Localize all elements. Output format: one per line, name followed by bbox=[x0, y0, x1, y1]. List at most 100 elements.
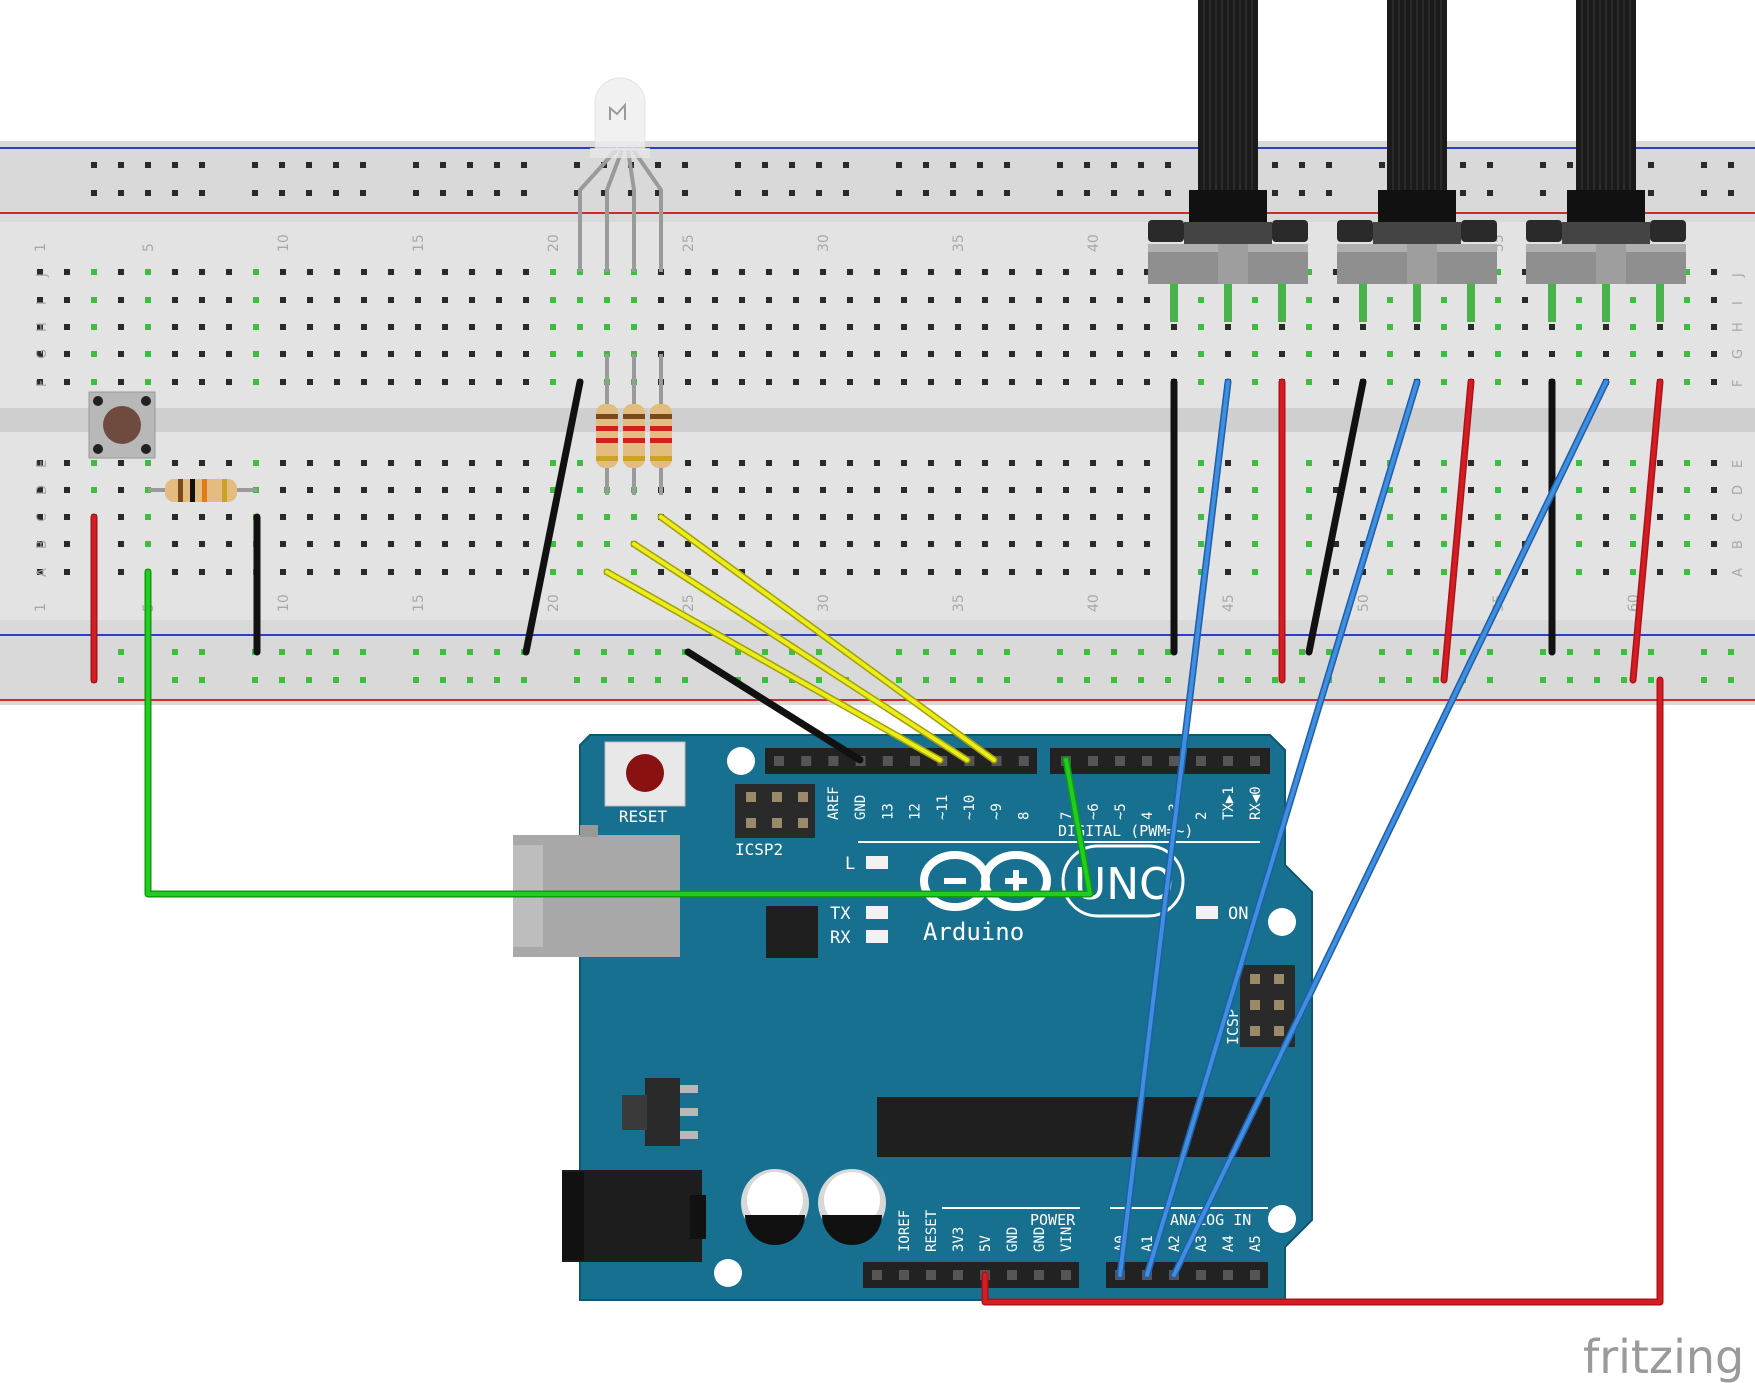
rail-hole bbox=[896, 649, 902, 655]
breadboard-hole bbox=[1360, 487, 1366, 493]
breadboard-hole bbox=[1306, 379, 1312, 385]
breadboard-hole bbox=[955, 324, 961, 330]
breadboard-hole bbox=[1090, 487, 1096, 493]
rail-hole bbox=[950, 162, 956, 168]
breadboard-hole bbox=[658, 541, 664, 547]
breadboard-hole bbox=[523, 569, 529, 575]
breadboard-hole bbox=[469, 514, 475, 520]
breadboard-hole bbox=[550, 324, 556, 330]
breadboard-hole bbox=[1549, 351, 1555, 357]
breadboard-hole bbox=[1360, 324, 1366, 330]
row-letter: I bbox=[1731, 301, 1746, 305]
breadboard-hole bbox=[1090, 297, 1096, 303]
breadboard-hole bbox=[469, 541, 475, 547]
rail-hole bbox=[1460, 162, 1466, 168]
breadboard-hole bbox=[172, 269, 178, 275]
breadboard-hole bbox=[172, 514, 178, 520]
resistor bbox=[596, 404, 618, 468]
breadboard-hole bbox=[523, 514, 529, 520]
row-letter: G bbox=[35, 349, 50, 359]
breadboard-hole bbox=[1063, 297, 1069, 303]
breadboard-hole bbox=[820, 514, 826, 520]
breadboard-hole bbox=[415, 569, 421, 575]
header-hole bbox=[1007, 1270, 1017, 1280]
breadboard-hole bbox=[1009, 351, 1015, 357]
breadboard-hole bbox=[361, 351, 367, 357]
breadboard-hole bbox=[307, 460, 313, 466]
breadboard-hole bbox=[1441, 514, 1447, 520]
digital-pin-label: 8 bbox=[1016, 812, 1032, 820]
rail-hole bbox=[1165, 649, 1171, 655]
rail-hole bbox=[682, 162, 688, 168]
rail-hole bbox=[521, 162, 527, 168]
breadboard-hole bbox=[577, 351, 583, 357]
breadboard-hole bbox=[1468, 351, 1474, 357]
rail-hole bbox=[628, 190, 634, 196]
breadboard-hole bbox=[1684, 379, 1690, 385]
breadboard-hole bbox=[604, 514, 610, 520]
rail-hole bbox=[735, 162, 741, 168]
column-number: 20 bbox=[546, 594, 562, 612]
rail-hole bbox=[1057, 677, 1063, 683]
rail-hole bbox=[977, 677, 983, 683]
breadboard-hole bbox=[442, 324, 448, 330]
rail-hole bbox=[1594, 649, 1600, 655]
breadboard-hole bbox=[1198, 487, 1204, 493]
breadboard-hole bbox=[1441, 541, 1447, 547]
digital-pin-label: ~5 bbox=[1113, 803, 1129, 820]
breadboard-hole bbox=[577, 569, 583, 575]
breadboard-hole bbox=[1090, 379, 1096, 385]
breadboard-hole bbox=[847, 269, 853, 275]
breadboard-hole bbox=[64, 487, 70, 493]
breadboard-hole bbox=[64, 379, 70, 385]
breadboard-hole bbox=[1306, 351, 1312, 357]
breadboard-hole bbox=[1306, 541, 1312, 547]
rail-hole bbox=[1138, 190, 1144, 196]
rail-hole bbox=[1299, 190, 1305, 196]
breadboard-hole bbox=[793, 269, 799, 275]
breadboard-hole bbox=[874, 351, 880, 357]
rail-hole bbox=[1701, 649, 1707, 655]
breadboard-hole bbox=[1252, 460, 1258, 466]
breadboard-hole bbox=[1657, 569, 1663, 575]
header-hole bbox=[1018, 756, 1029, 766]
breadboard-hole bbox=[1090, 269, 1096, 275]
breadboard-hole bbox=[1441, 460, 1447, 466]
breadboard-hole bbox=[1657, 541, 1663, 547]
breadboard-hole bbox=[1684, 487, 1690, 493]
breadboard-hole bbox=[1684, 460, 1690, 466]
icsp2-label: ICSP2 bbox=[735, 840, 783, 859]
potentiometers bbox=[1148, 0, 1686, 322]
header-hole bbox=[882, 756, 893, 766]
breadboard-hole bbox=[469, 379, 475, 385]
breadboard-hole bbox=[1252, 297, 1258, 303]
breadboard-hole bbox=[1063, 324, 1069, 330]
rail-hole bbox=[1648, 677, 1654, 683]
rail-hole bbox=[1111, 649, 1117, 655]
reset-label: RESET bbox=[619, 807, 668, 826]
arduino-board bbox=[579, 734, 1313, 1301]
voltage-regulator bbox=[645, 1078, 680, 1146]
dc-power-jack bbox=[562, 1170, 702, 1262]
breadboard-hole bbox=[793, 569, 799, 575]
breadboard-hole bbox=[820, 297, 826, 303]
rail-hole bbox=[1272, 649, 1278, 655]
breadboard-hole bbox=[1144, 269, 1150, 275]
rail-hole bbox=[816, 677, 822, 683]
breadboard-hole bbox=[1144, 297, 1150, 303]
breadboard-hole bbox=[550, 269, 556, 275]
breadboard-hole bbox=[172, 569, 178, 575]
breadboard-hole bbox=[1117, 324, 1123, 330]
digital-pin-label: ~10 bbox=[962, 795, 978, 820]
breadboard-hole bbox=[145, 379, 151, 385]
row-letter: D bbox=[35, 485, 50, 495]
breadboard-hole bbox=[1711, 541, 1717, 547]
breadboard-hole bbox=[226, 351, 232, 357]
breadboard-hole bbox=[388, 324, 394, 330]
breadboard-hole bbox=[1468, 324, 1474, 330]
breadboard-hole bbox=[64, 351, 70, 357]
breadboard-hole bbox=[334, 324, 340, 330]
breadboard-hole bbox=[199, 324, 205, 330]
